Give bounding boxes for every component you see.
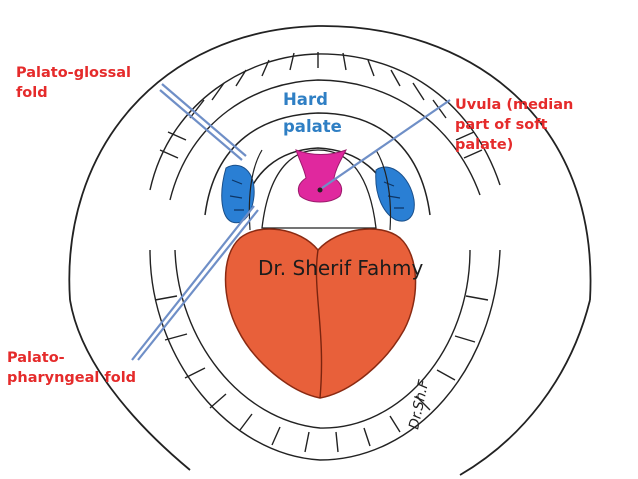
lower-teeth — [149, 249, 501, 461]
upper-lip-outline — [68, 25, 592, 301]
pointer-lines — [131, 83, 451, 361]
palatoglossal-fold-right — [375, 149, 392, 231]
palato-glossal-pointer-2 — [161, 83, 247, 157]
left-tonsil — [221, 164, 255, 224]
palate-arch — [204, 112, 431, 216]
lower-jaw-outline — [69, 299, 591, 476]
tongue-median-groove — [315, 249, 323, 399]
label-palato-glossal-fold: Palato-glossal fold — [16, 65, 132, 101]
palato-pharyngeal-pointer-2 — [137, 209, 259, 361]
label-palato-pharyngeal-fold: Palato- pharyngeal fold — [7, 350, 137, 386]
label-uvula: Uvula (median part of soft palate) — [455, 97, 574, 153]
upper-teeth — [149, 52, 501, 201]
uvula-pointer — [321, 99, 451, 189]
uvula — [295, 149, 348, 203]
signature: Dr.Sh.F — [406, 378, 432, 431]
right-tonsil — [375, 166, 415, 222]
label-hard-palate: Hard palate — [283, 90, 342, 136]
tongue — [224, 228, 417, 399]
palato-pharyngeal-pointer — [131, 205, 255, 361]
palato-glossal-pointer — [159, 89, 243, 161]
uvula-pointer-tip — [317, 187, 323, 193]
watermark-text: Dr. Sherif Fahmy — [258, 256, 424, 280]
